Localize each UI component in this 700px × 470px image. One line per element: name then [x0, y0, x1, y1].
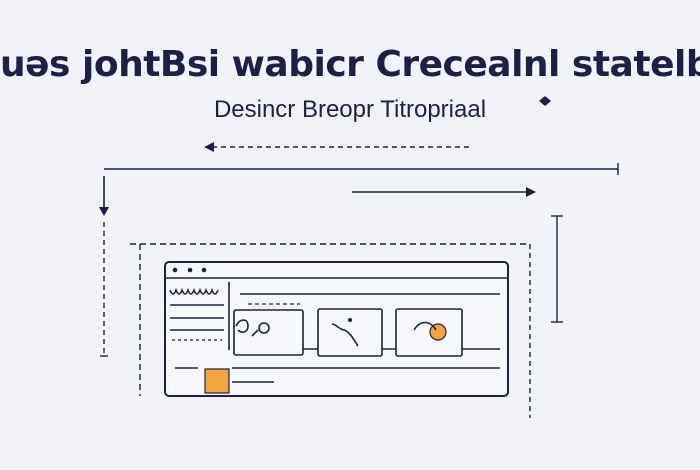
arrow-right — [352, 187, 536, 197]
image-card — [317, 308, 383, 357]
diamond-icon — [539, 96, 551, 106]
image-card — [233, 309, 304, 356]
image-card — [395, 308, 463, 357]
window-dot-icon — [201, 267, 207, 273]
outer-dashed-frame — [130, 243, 530, 396]
browser-window — [164, 261, 509, 397]
thumbnail-block — [204, 368, 230, 394]
window-dot-icon — [172, 267, 178, 273]
dashed-arrow-left — [204, 142, 470, 152]
window-dot-icon — [187, 267, 193, 273]
left-vertical-guide — [99, 176, 109, 357]
page-title: uəs johtBsi wabicr Crecealnl statelb — [0, 44, 700, 85]
sidebar-panel — [169, 282, 230, 350]
page-subtitle: Desincr Breopr Titropriaal — [213, 96, 487, 123]
right-vertical-guide — [529, 215, 563, 418]
